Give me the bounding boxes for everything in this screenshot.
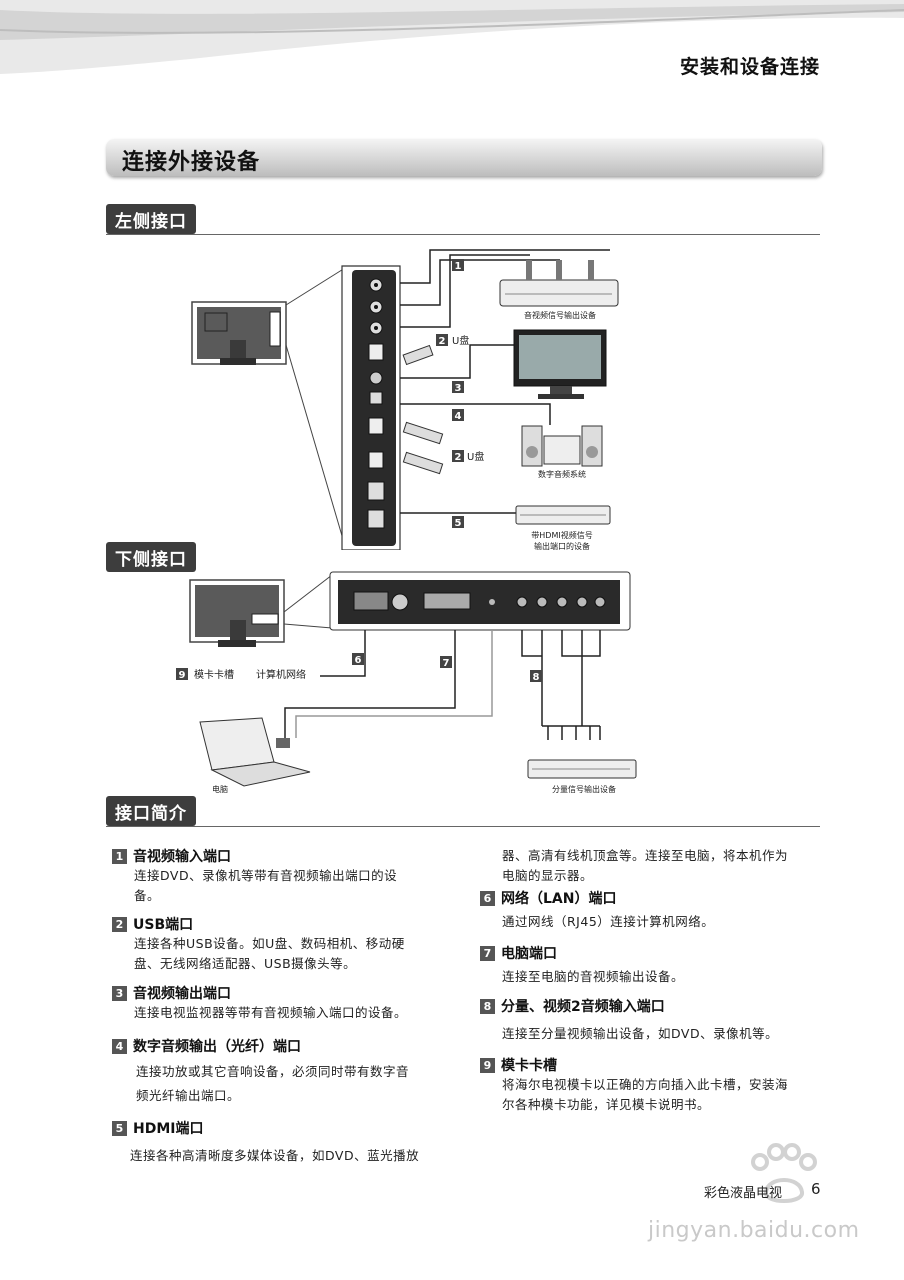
badge-3: 3 [455, 383, 462, 394]
item-number: 5 [112, 1121, 127, 1136]
hdmi-device-illustration [515, 505, 611, 525]
item-body-line: 通过网线（RJ45）连接计算机网络。 [502, 914, 715, 929]
chapter-title: 安装和设备连接 [679, 56, 820, 78]
item-body-line: 连接各种高清晰度多媒体设备，如DVD、蓝光播放 [130, 1148, 420, 1163]
tv-back-thumbnail-bottom [189, 579, 285, 647]
badge-2b: 2 [455, 452, 462, 463]
intro-item-2: 2 USB端口 连接各种USB设备。如U盘、数码相机、移动硬 盘、无线网络适配器、… [112, 914, 452, 974]
item-title: HDMI端口 [133, 1121, 204, 1137]
left-ports-diagram: 1 2 3 4 2 5 U盘 U盘 音视频信号输出设备 数字音频系统 带HDMI… [191, 249, 619, 550]
item-number: 4 [112, 1039, 127, 1054]
item-body-line: 备。 [134, 888, 161, 903]
item-body-line: 连接至分量视频输出设备，如DVD、录像机等。 [502, 1026, 779, 1041]
item-body-line: 器、高清有线机顶盒等。连接至电脑，将本机作为 [502, 848, 789, 863]
av-output-device-illustration [499, 260, 619, 307]
item-title: 电脑端口 [501, 946, 557, 962]
card-slot-label: 模卡卡槽 [194, 668, 234, 681]
bottom-panel [329, 571, 631, 631]
intro-item-8: 8 分量、视频2音频输入端口 连接至分量视频输出设备，如DVD、录像机等。 [480, 996, 830, 1044]
laptop-illustration [199, 717, 311, 787]
item-body-line: 尔各种模卡功能，详见模卡说明书。 [502, 1097, 711, 1112]
bottom-ports-heading: 下侧接口 [106, 542, 218, 572]
watermark-logo [751, 1143, 817, 1203]
item-body-line: 电脑的显示器。 [502, 868, 594, 883]
hdmi-device-label-1: 带HDMI视频信号 [531, 530, 592, 540]
usb-stick-icons [402, 344, 444, 475]
item-title: 模卡卡槽 [501, 1058, 557, 1074]
item-body-line: 连接至电脑的音视频输出设备。 [502, 969, 685, 984]
item-number: 9 [480, 1058, 495, 1073]
item-body-line: 频光纤输出端口。 [136, 1088, 241, 1103]
badge-8: 8 [533, 672, 540, 683]
item-title: 分量、视频2音频输入端口 [501, 999, 665, 1015]
intro-heading-label: 接口简介 [106, 796, 196, 826]
item-number: 6 [480, 891, 495, 906]
intro-item-5-continued: 器、高清有线机顶盒等。连接至电脑，将本机作为 电脑的显示器。 [502, 846, 832, 886]
item-body-line: 连接DVD、录像机等带有音视频输出端口的设 [134, 868, 398, 883]
badge-6: 6 [355, 655, 362, 666]
item-body-line: 将海尔电视模卡以正确的方向插入此卡槽，安装海 [502, 1077, 789, 1092]
item-body-line: 连接各种USB设备。如U盘、数码相机、移动硬 [134, 936, 405, 951]
item-number: 7 [480, 946, 495, 961]
intro-item-5: 5 HDMI端口 连接各种高清晰度多媒体设备，如DVD、蓝光播放 [112, 1118, 452, 1166]
component-device-illustration [527, 759, 637, 779]
item-body-line: 连接电视监视器等带有音视频输入端口的设备。 [134, 1005, 408, 1020]
av-output-device-label: 音视频信号输出设备 [524, 310, 596, 320]
intro-heading: 接口简介 [106, 796, 820, 827]
hdmi-device-label-2: 输出端口的设备 [534, 541, 590, 550]
item-number: 3 [112, 986, 127, 1001]
left-side-panel [341, 265, 401, 550]
badge-5: 5 [455, 518, 462, 529]
component-device-label: 分量信号输出设备 [552, 784, 616, 794]
item-title: 音视频输出端口 [133, 986, 231, 1002]
watermark-url: jingyan.baidu.com [648, 1218, 860, 1243]
left-ports-heading: 左侧接口 [106, 204, 820, 235]
bottom-ports-heading-label: 下侧接口 [106, 542, 196, 572]
network-label: 计算机网络 [256, 668, 306, 681]
intro-item-4: 4 数字音频输出（光纤）端口 连接功放或其它音响设备，必须同时带有数字音 频光纤输… [112, 1036, 452, 1108]
item-number: 2 [112, 917, 127, 932]
item-number: 8 [480, 999, 495, 1014]
intro-item-1: 1 音视频输入端口 连接DVD、录像机等带有音视频输出端口的设 备。 [112, 846, 452, 906]
intro-item-7: 7 电脑端口 连接至电脑的音视频输出设备。 [480, 943, 830, 987]
item-title: 数字音频输出（光纤）端口 [133, 1039, 301, 1055]
badge-4: 4 [455, 411, 462, 422]
digital-audio-label: 数字音频系统 [538, 469, 586, 479]
section-banner: 连接外接设备 [106, 139, 822, 176]
badge-2a: 2 [439, 336, 446, 347]
intro-item-6: 6 网络（LAN）端口 通过网线（RJ45）连接计算机网络。 [480, 888, 830, 932]
item-body-line: 盘、无线网络适配器、USB摄像头等。 [134, 956, 357, 971]
item-title: 音视频输入端口 [133, 849, 231, 865]
section-title: 连接外接设备 [122, 150, 261, 175]
left-ports-heading-label: 左侧接口 [106, 204, 196, 234]
page-number: 6 [811, 1180, 821, 1198]
item-body-line: 连接功放或其它音响设备，必须同时带有数字音 [136, 1064, 410, 1079]
footer-product-label: 彩色液晶电视 [704, 1186, 783, 1201]
intro-item-9: 9 模卡卡槽 将海尔电视模卡以正确的方向插入此卡槽，安装海 尔各种模卡功能，详见模… [480, 1055, 830, 1115]
intro-item-3: 3 音视频输出端口 连接电视监视器等带有音视频输入端口的设备。 [112, 983, 452, 1023]
header-swoosh-graphic [0, 0, 904, 74]
badge-1: 1 [455, 261, 462, 272]
monitor-illustration [513, 329, 607, 399]
bottom-ports-diagram: 6 7 8 9 模卡卡槽 计算机网络 电脑 分量信号输出设备 [176, 571, 637, 794]
badge-7: 7 [443, 658, 450, 669]
usb-label-b: U盘 [467, 450, 484, 463]
item-number: 1 [112, 849, 127, 864]
tv-back-thumbnail [191, 301, 287, 365]
computer-label: 电脑 [212, 784, 228, 794]
usb-label-a: U盘 [452, 334, 469, 347]
badge-9: 9 [179, 670, 186, 681]
item-title: USB端口 [133, 917, 194, 933]
digital-audio-illustration [521, 425, 603, 467]
item-title: 网络（LAN）端口 [501, 891, 617, 907]
